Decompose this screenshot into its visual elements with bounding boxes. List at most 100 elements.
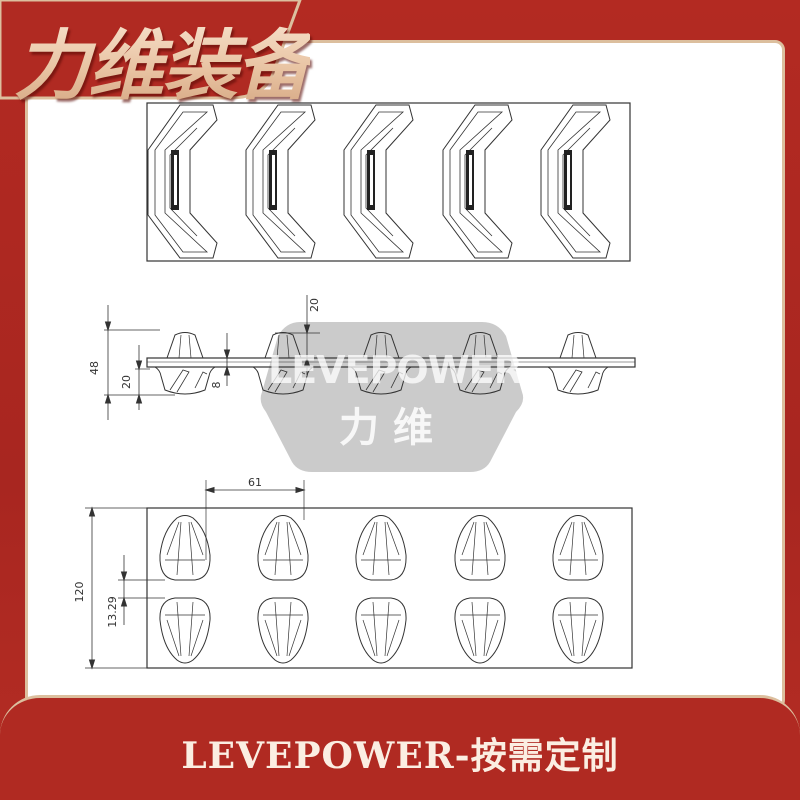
cleat-upper-outline [159,515,211,581]
cleat-bottom-profile [350,366,412,395]
dimension-arrow [303,356,311,367]
top-view-cleat [343,104,414,259]
footer-slogan: LEVEPOWER-按需定制 [181,735,619,777]
cleat-inner [449,111,504,253]
dimension-arrow [104,393,112,404]
cleat-upper-outline [552,515,604,581]
dimension-arrow [295,486,306,494]
watermark-text-en: LEVEPOWER [268,348,523,392]
dimension-label-lower-height: 20 [120,375,133,389]
cleat-center-slot [370,155,373,205]
top-view-cleat [245,104,316,259]
cleat-top-line [286,334,290,359]
watermark-badge [260,322,524,472]
dimension-label-width: 120 [73,582,86,603]
cleat-top-line [178,334,182,359]
top-view-cleat [147,104,218,259]
dimension-label-top-height: 20 [308,298,321,312]
cleat-bottom-profile [547,366,609,395]
cleat-upper-outline [355,515,407,581]
dimension-arrow [88,659,96,670]
cleat-center-slot [272,155,275,205]
cleat-bottom-rib [292,371,306,389]
cleat-inner [267,127,296,237]
bottom-view-frame [146,507,633,669]
cleat-inner [154,111,209,253]
cleat-inner [464,127,493,237]
cleat-bottom-profile [449,366,511,395]
cleat-outline [343,104,414,259]
dimension-arrow [120,571,128,582]
cleat-center-slot [567,155,570,205]
cleat-top-line [473,334,477,359]
dimension-arrow [223,349,231,360]
top-view-frame [146,102,631,262]
cleat-bottom-rib [587,371,601,389]
cleat-upper-ribs [165,521,205,576]
belt-strip [146,357,636,368]
dimension-label-pitch: 61 [248,476,262,489]
cleat-top-profile [362,332,400,359]
cleat-inner [169,127,198,237]
cleat-lower-outline [552,597,604,664]
dimension-label-total-height: 48 [88,361,101,375]
dimension-arrow [120,596,128,607]
cleat-inner [547,111,602,253]
cleat-inner [365,127,394,237]
dimension-arrow [88,506,96,517]
cleat-top-profile [264,332,302,359]
cleat-upper-outline [454,515,506,581]
cleat-bottom-rib [169,369,190,393]
dimension-arrow [223,365,231,376]
cleat-outline [442,104,513,259]
cleat-bottom-rib [365,369,386,393]
cleat-inner [252,111,307,253]
cleat-top-line [276,334,280,359]
cleat-outline [245,104,316,259]
cleat-top-line [188,334,192,359]
cleat-outline [147,104,218,259]
cleat-center-slot [174,155,177,205]
cleat-top-profile [166,332,204,359]
cleat-inner [562,127,591,237]
cleat-bottom-rib [464,369,485,393]
cleat-top-profile [461,332,499,359]
dimension-label-gap: 13.29 [106,596,119,628]
dimension-arrow [104,321,112,332]
cleat-upper-ribs [460,521,500,576]
footer-bar [0,695,800,800]
cleat-top-line [571,334,575,359]
cleat-lower-ribs [263,601,303,657]
cleat-upper-ribs [558,521,598,576]
cleat-top-line [374,334,378,359]
cleat-upper-ribs [263,521,303,576]
dimension-arrow [135,360,143,371]
top-view-cleat [442,104,513,259]
cleat-lower-outline [159,597,211,664]
dimension-arrow [204,486,215,494]
cleat-inner [350,111,405,253]
cleat-bottom-rib [489,371,503,389]
cleat-outline [540,104,611,259]
cleat-center-slot [469,155,472,205]
cleat-lower-ribs [460,601,500,657]
cleat-lower-outline [355,597,407,664]
dimension-arrow [303,324,311,335]
cleat-lower-ribs [361,601,401,657]
cleat-upper-ribs [361,521,401,576]
dimension-label-belt-thickness: 8 [210,382,223,389]
cleat-bottom-rib [562,369,583,393]
cleat-lower-ribs [165,601,205,657]
cleat-lower-outline [257,597,309,664]
cleat-bottom-profile [252,366,314,395]
brand-title: 力维装备 [14,4,312,114]
cleat-bottom-profile [154,366,216,395]
dimension-arrow [135,393,143,404]
cleat-bottom-rib [267,369,288,393]
cleat-lower-outline [454,597,506,664]
cleat-top-line [483,334,487,359]
cleat-lower-ribs [558,601,598,657]
watermark-text-cn: 力维 [339,405,447,451]
top-view-cleat [540,104,611,259]
